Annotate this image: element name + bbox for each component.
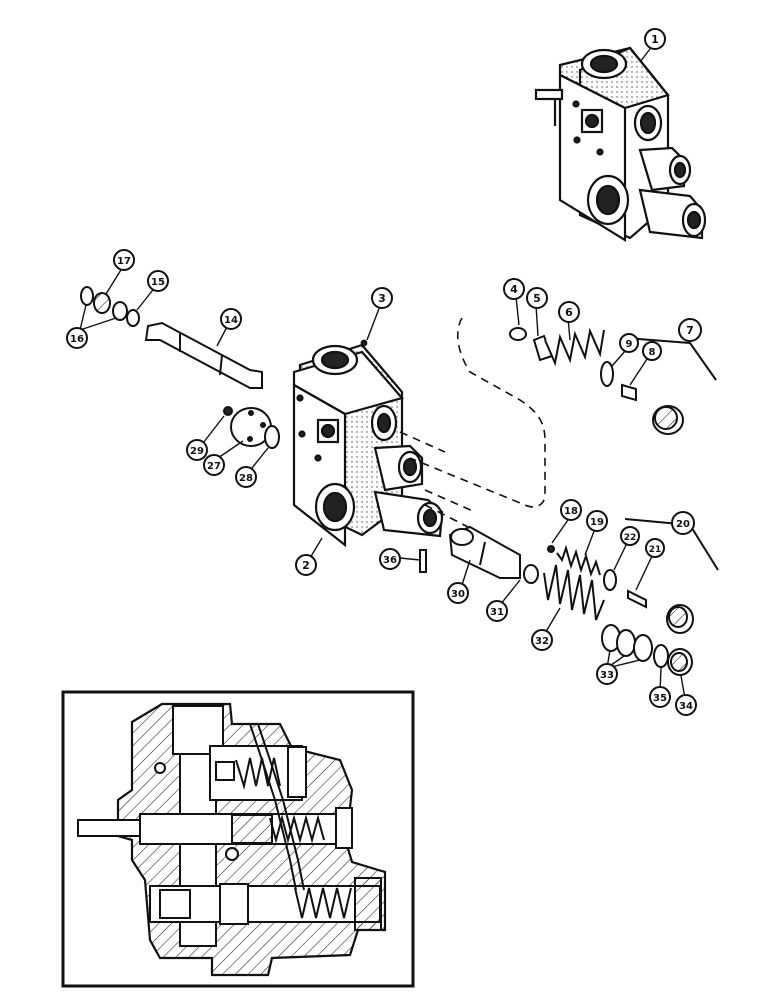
svg-text:18: 18: [564, 506, 578, 517]
svg-text:3: 3: [378, 292, 386, 305]
svg-text:34: 34: [679, 701, 693, 712]
callout-20: 20: [671, 511, 695, 535]
svg-text:5: 5: [533, 292, 541, 305]
svg-text:20: 20: [676, 519, 690, 530]
callout-28: 28: [235, 466, 257, 488]
callout-6: 6: [558, 301, 580, 323]
callout-3: 3: [371, 287, 393, 309]
svg-text:15: 15: [151, 277, 165, 288]
svg-text:1: 1: [651, 33, 659, 46]
svg-text:35: 35: [653, 693, 667, 704]
cross-section-inset: [61, 690, 415, 988]
callout-30: 30: [447, 582, 469, 604]
callout-7: 7: [678, 318, 702, 342]
callout-22: 22: [620, 526, 640, 546]
callout-29: 29: [186, 439, 208, 461]
svg-text:2: 2: [302, 559, 310, 572]
callout-31: 31: [486, 600, 508, 622]
callout-15: 15: [147, 270, 169, 292]
callout-32: 32: [531, 629, 553, 651]
svg-text:32: 32: [535, 636, 549, 647]
svg-text:4: 4: [510, 283, 518, 296]
spool-parts: [80, 286, 717, 449]
guide-lines: [399, 317, 546, 529]
svg-text:36: 36: [383, 555, 397, 566]
part-1-valve-body: [534, 46, 707, 242]
svg-text:17: 17: [117, 256, 131, 267]
callout-4: 4: [503, 278, 525, 300]
svg-text:21: 21: [649, 545, 662, 555]
svg-text:14: 14: [224, 315, 238, 326]
svg-text:22: 22: [624, 533, 637, 543]
svg-text:19: 19: [590, 517, 604, 528]
callout-27: 27: [203, 454, 225, 476]
callout-5: 5: [526, 287, 548, 309]
svg-text:33: 33: [600, 670, 614, 681]
svg-text:8: 8: [649, 347, 656, 358]
svg-text:6: 6: [565, 306, 573, 319]
callout-14: 14: [220, 308, 242, 330]
callout-36: 36: [379, 548, 401, 570]
callout-16: 16: [66, 327, 88, 349]
callout-18: 18: [560, 499, 582, 521]
callout-17: 17: [113, 249, 135, 271]
spring-32: [543, 564, 605, 621]
callout-21: 21: [645, 538, 665, 558]
svg-text:7: 7: [686, 324, 694, 337]
callout-1: 1: [644, 28, 666, 50]
svg-text:29: 29: [190, 446, 204, 457]
svg-text:28: 28: [239, 473, 253, 484]
callout-9: 9: [619, 333, 639, 353]
callout-8: 8: [642, 341, 662, 361]
callouts: 1 2 3 4 5 6 7 9 8 14 15 17 16 29 27 28 3…: [66, 28, 702, 716]
spring-6: [544, 327, 605, 367]
svg-text:16: 16: [70, 334, 84, 345]
svg-text:31: 31: [490, 607, 504, 618]
callout-19: 19: [586, 510, 608, 532]
relief-parts: [419, 518, 719, 676]
svg-text:27: 27: [207, 461, 221, 472]
callout-33: 33: [596, 663, 618, 685]
svg-text:9: 9: [626, 339, 633, 350]
callout-35: 35: [649, 686, 671, 708]
svg-text:30: 30: [451, 589, 465, 600]
callout-34: 34: [675, 694, 697, 716]
callout-2: 2: [295, 554, 317, 576]
part-2-valve-body: [292, 343, 444, 548]
